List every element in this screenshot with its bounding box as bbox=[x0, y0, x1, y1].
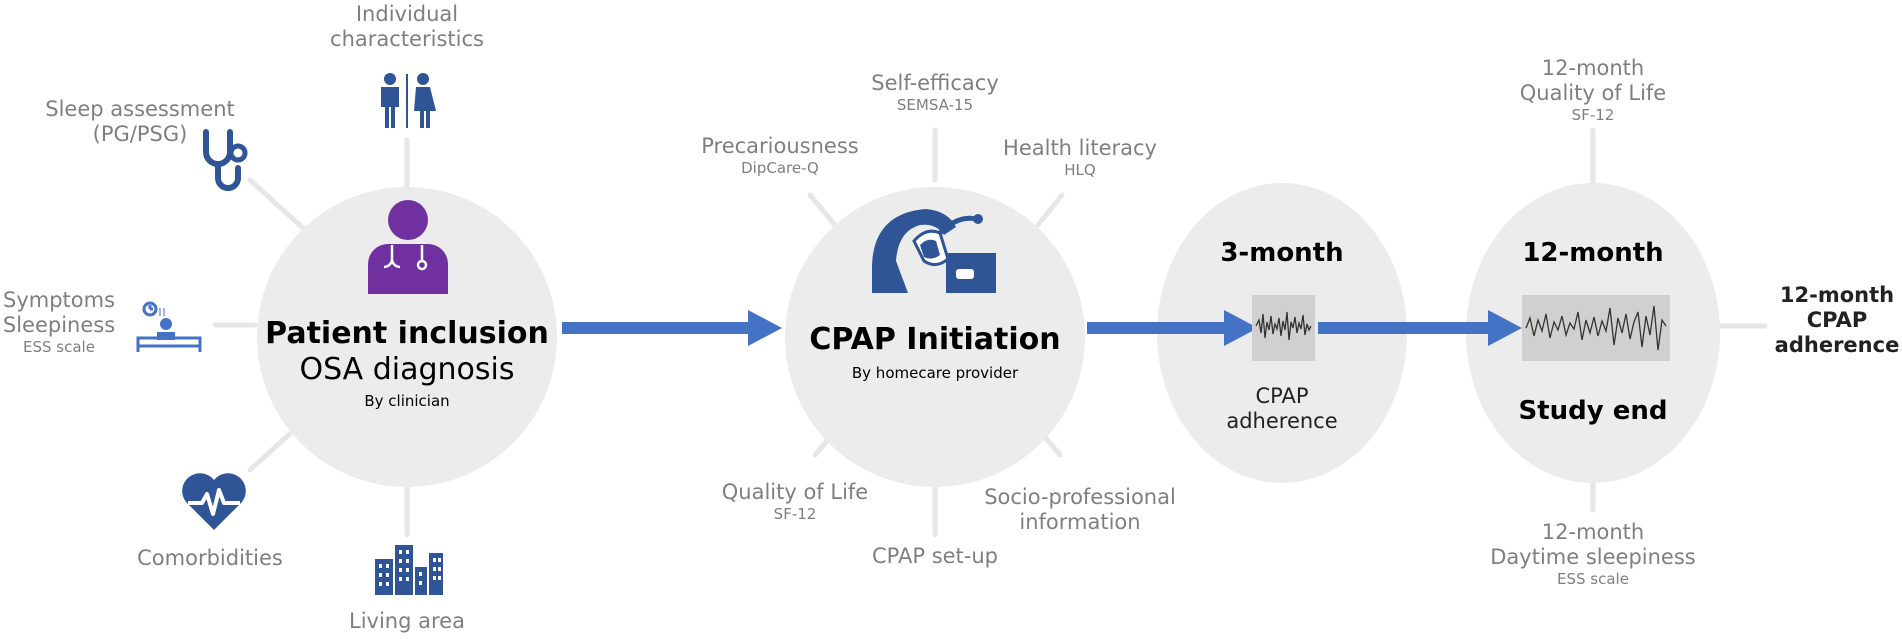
factor-quality-of-life-label: Quality of Life bbox=[721, 480, 869, 504]
factor-socio-label: Socio-professional information bbox=[984, 485, 1176, 535]
factor-12m-sleepiness-sub: ESS scale bbox=[1557, 570, 1629, 589]
inclusion-circle bbox=[257, 187, 557, 487]
factor-health-literacy: Health literacy HLQ bbox=[990, 136, 1170, 179]
spoke-sleep-assessment bbox=[247, 177, 308, 233]
factor-symptoms: Symptoms Sleepiness ESS scale bbox=[0, 288, 118, 356]
stethoscope-icon bbox=[203, 129, 248, 191]
factor-living-area-label: Living area bbox=[349, 609, 465, 633]
initiation-by: By homecare provider bbox=[851, 364, 1019, 382]
waveform-3month-icon bbox=[1252, 295, 1315, 361]
final-outcome: 12-month CPAP adherence bbox=[1772, 283, 1902, 359]
inclusion-text: Patient inclusion OSA diagnosis By clini… bbox=[257, 316, 557, 410]
month12-end: Study end bbox=[1518, 396, 1668, 426]
factor-sleep-assessment-label: Sleep assessment (PG/PSG) bbox=[45, 97, 235, 147]
final-line1: 12-month bbox=[1779, 283, 1895, 307]
arrow-3month-12month bbox=[1318, 310, 1522, 346]
factor-individual: Individual characteristics bbox=[327, 2, 487, 52]
spoke-precariousness bbox=[807, 192, 838, 228]
factor-quality-of-life: Quality of Life SF-12 bbox=[705, 480, 885, 523]
factor-symptoms-sub: ESS scale bbox=[23, 338, 95, 357]
factor-symptoms-label: Symptoms bbox=[2, 288, 116, 312]
people-icon bbox=[381, 73, 436, 128]
month3-text: CPAP adherence bbox=[1226, 384, 1338, 434]
factor-precariousness-label: Precariousness bbox=[701, 134, 859, 158]
buildings-icon bbox=[375, 545, 443, 595]
factor-quality-of-life-sub: SF-12 bbox=[773, 505, 817, 524]
factor-socio: Socio-professional information bbox=[980, 485, 1180, 535]
factor-precariousness: Precariousness DipCare-Q bbox=[690, 134, 870, 177]
doctor-icon bbox=[368, 200, 448, 294]
factor-12m-qol-sub: SF-12 bbox=[1571, 106, 1615, 125]
factor-cpap-setup-label: CPAP set-up bbox=[872, 544, 998, 568]
cpap-mask-icon bbox=[872, 209, 996, 293]
factor-12m-sleepiness-label: 12-month bbox=[1541, 520, 1645, 544]
factor-12m-qol: 12-month Quality of Life SF-12 bbox=[1483, 56, 1703, 124]
final-line2: CPAP bbox=[1806, 308, 1868, 333]
initiation-circle bbox=[785, 187, 1085, 487]
factor-12m-qol-label: 12-month bbox=[1541, 56, 1645, 80]
factor-12m-sleepiness: 12-month Daytime sleepiness ESS scale bbox=[1473, 520, 1713, 588]
factor-sleep-assessment: Sleep assessment (PG/PSG) bbox=[40, 97, 240, 147]
inclusion-title: Patient inclusion bbox=[265, 316, 549, 351]
factor-12m-sleepiness-label2: Daytime sleepiness bbox=[1490, 545, 1696, 570]
factor-cpap-setup: CPAP set-up bbox=[845, 544, 1025, 569]
factor-individual-label: Individual characteristics bbox=[330, 2, 484, 52]
factor-comorbidities: Comorbidities bbox=[120, 546, 300, 571]
factor-12m-qol-label2: Quality of Life bbox=[1519, 81, 1667, 106]
spoke-health-literacy bbox=[1035, 192, 1065, 228]
inclusion-subtitle: OSA diagnosis bbox=[299, 352, 515, 387]
final-line3: adherence bbox=[1774, 333, 1900, 358]
sleepy-patient-icon bbox=[136, 301, 202, 352]
factor-self-efficacy-label: Self-efficacy bbox=[871, 71, 999, 95]
arrow-initiation-3month bbox=[1087, 310, 1258, 346]
waveform-12month-icon bbox=[1522, 295, 1670, 361]
factor-comorbidities-label: Comorbidities bbox=[137, 546, 283, 570]
initiation-text: CPAP Initiation By homecare provider bbox=[785, 322, 1085, 382]
factor-precariousness-sub: DipCare-Q bbox=[741, 159, 819, 178]
factor-symptoms-label2: Sleepiness bbox=[2, 313, 116, 338]
inclusion-by: By clinician bbox=[364, 392, 450, 410]
factor-self-efficacy: Self-efficacy SEMSA-15 bbox=[845, 71, 1025, 114]
factor-health-literacy-sub: HLQ bbox=[1064, 161, 1096, 180]
factor-self-efficacy-sub: SEMSA-15 bbox=[896, 96, 974, 115]
heart-icon bbox=[182, 473, 246, 530]
factor-living-area: Living area bbox=[327, 609, 487, 634]
arrow-inclusion-initiation bbox=[562, 310, 782, 346]
factor-health-literacy-label: Health literacy bbox=[1003, 136, 1157, 160]
month3-title: 3-month bbox=[1220, 238, 1344, 268]
month12-title: 12-month bbox=[1522, 238, 1664, 268]
initiation-title: CPAP Initiation bbox=[809, 322, 1061, 357]
